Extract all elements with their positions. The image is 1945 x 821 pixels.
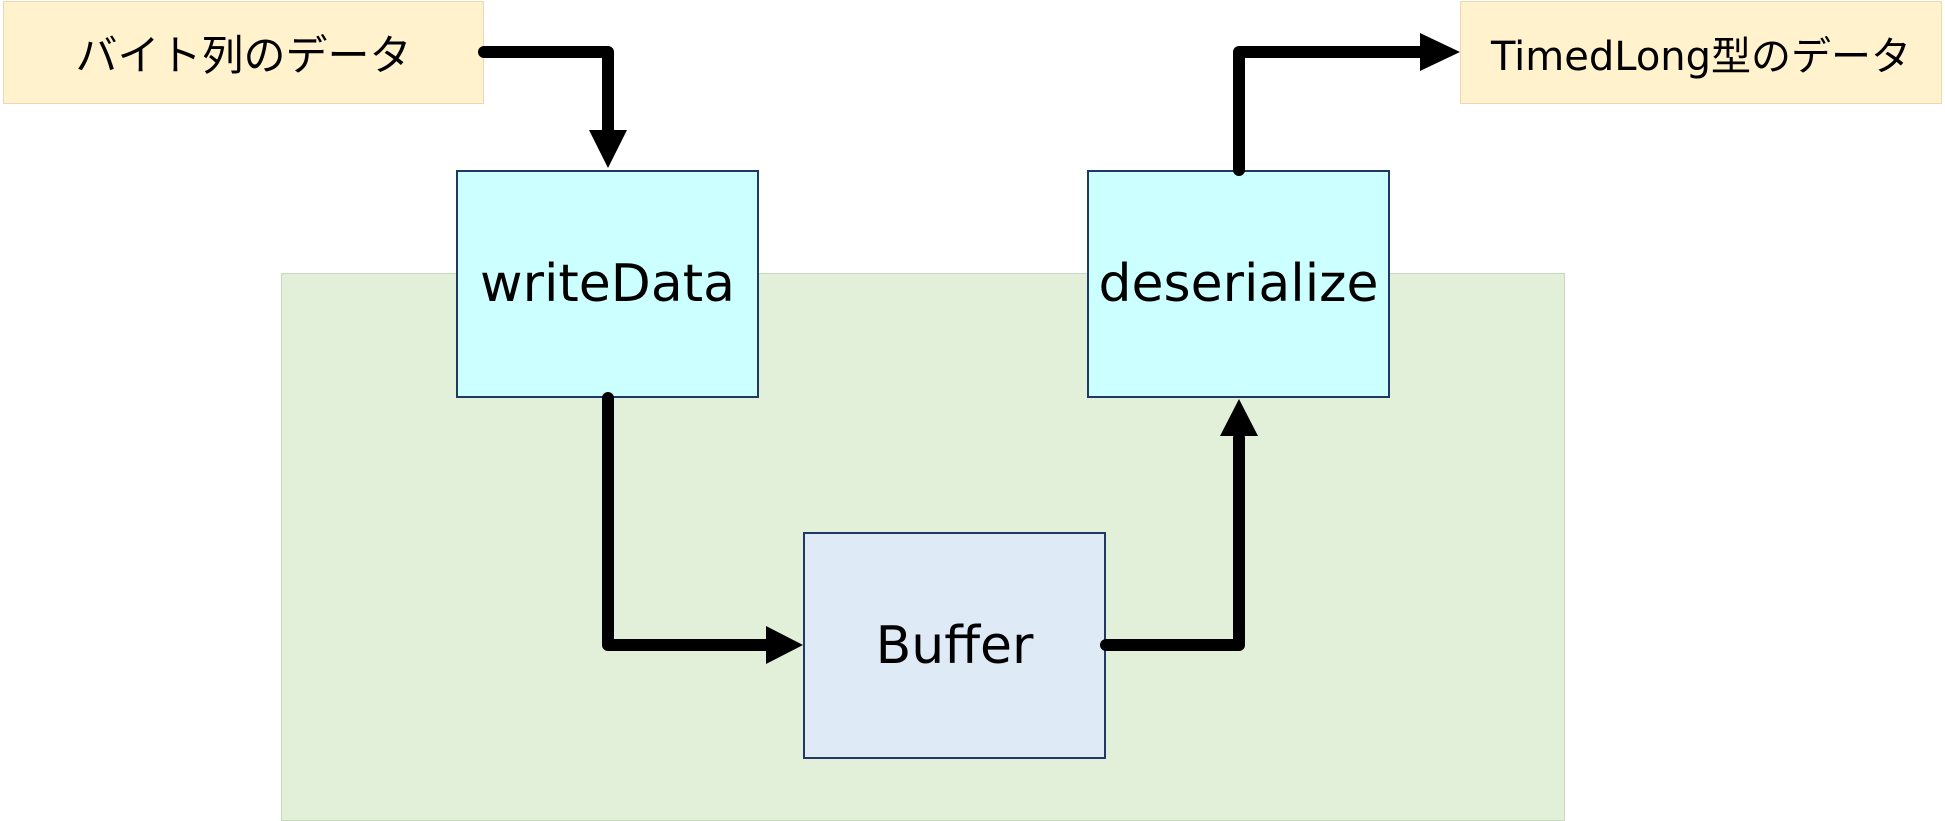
write-data-node: writeData xyxy=(456,170,759,398)
deserialize-label: deserialize xyxy=(1098,254,1379,314)
arrow-input-to-write xyxy=(478,46,627,168)
buffer-label: Buffer xyxy=(875,615,1034,676)
arrow-deserialize-to-output-line xyxy=(1233,46,1428,176)
arrow-deserialize-to-output xyxy=(1233,33,1460,176)
deserialize-node: deserialize xyxy=(1087,170,1390,398)
output-data-node: TimedLong型のデータ xyxy=(1460,1,1942,104)
buffer-node: Buffer xyxy=(803,532,1106,759)
arrow-input-to-write-head xyxy=(589,130,627,168)
arrow-input-to-write-line xyxy=(478,46,614,138)
arrow-deserialize-to-output-head xyxy=(1420,33,1460,71)
input-data-label: バイト列のデータ xyxy=(75,31,412,80)
input-data-node: バイト列のデータ xyxy=(3,1,484,104)
write-data-label: writeData xyxy=(480,254,735,314)
output-data-label: TimedLong型のデータ xyxy=(1490,33,1912,80)
